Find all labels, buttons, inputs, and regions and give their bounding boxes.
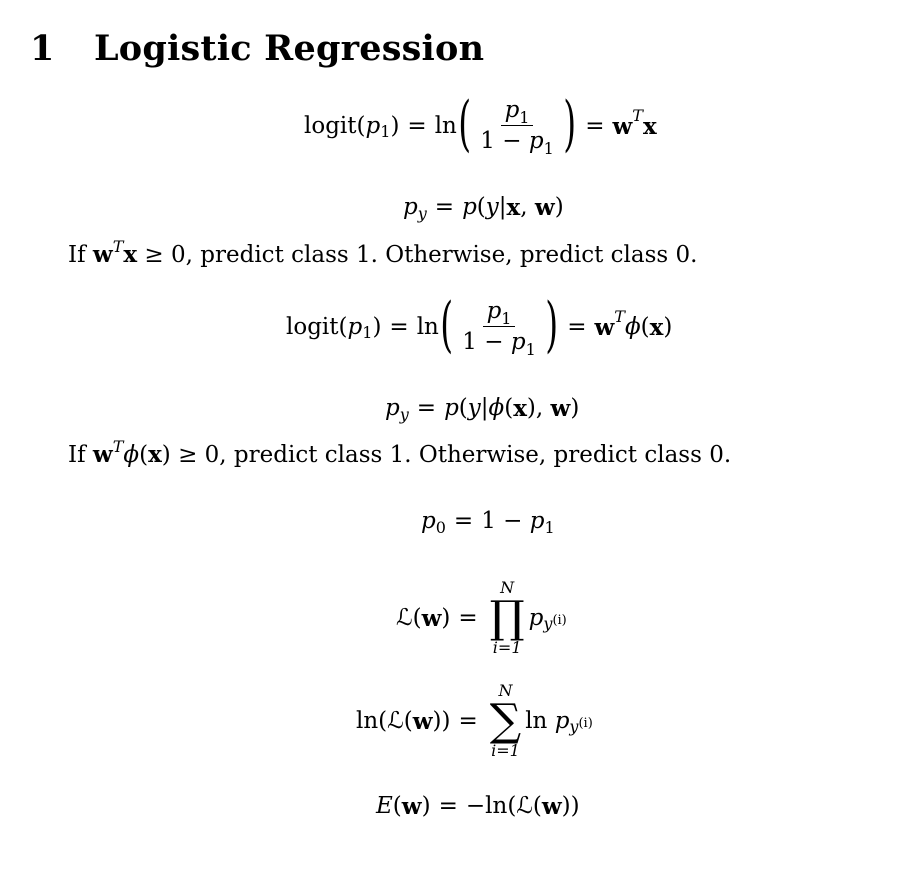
fraction: p1 1 − p1 — [462, 298, 536, 359]
paragraph-decision-rule-2: If wTϕ(x) ≥ 0, predict class 1. Otherwis… — [68, 437, 732, 468]
section-title: Logistic Regression — [94, 28, 485, 69]
equation-error: E(w) = −ln(ℒ(w)) — [376, 793, 580, 820]
paragraph-decision-rule-1: If wTx ≥ 0, predict class 1. Otherwise, … — [68, 237, 698, 268]
fraction: p1 1 − p1 — [480, 97, 554, 158]
sum-operator: N ∑ i=1 — [489, 681, 522, 760]
product-operator: N ∏ i=1 — [489, 578, 525, 657]
section-heading: 1 Logistic Regression — [30, 28, 484, 69]
section-number: 1 — [30, 28, 55, 69]
